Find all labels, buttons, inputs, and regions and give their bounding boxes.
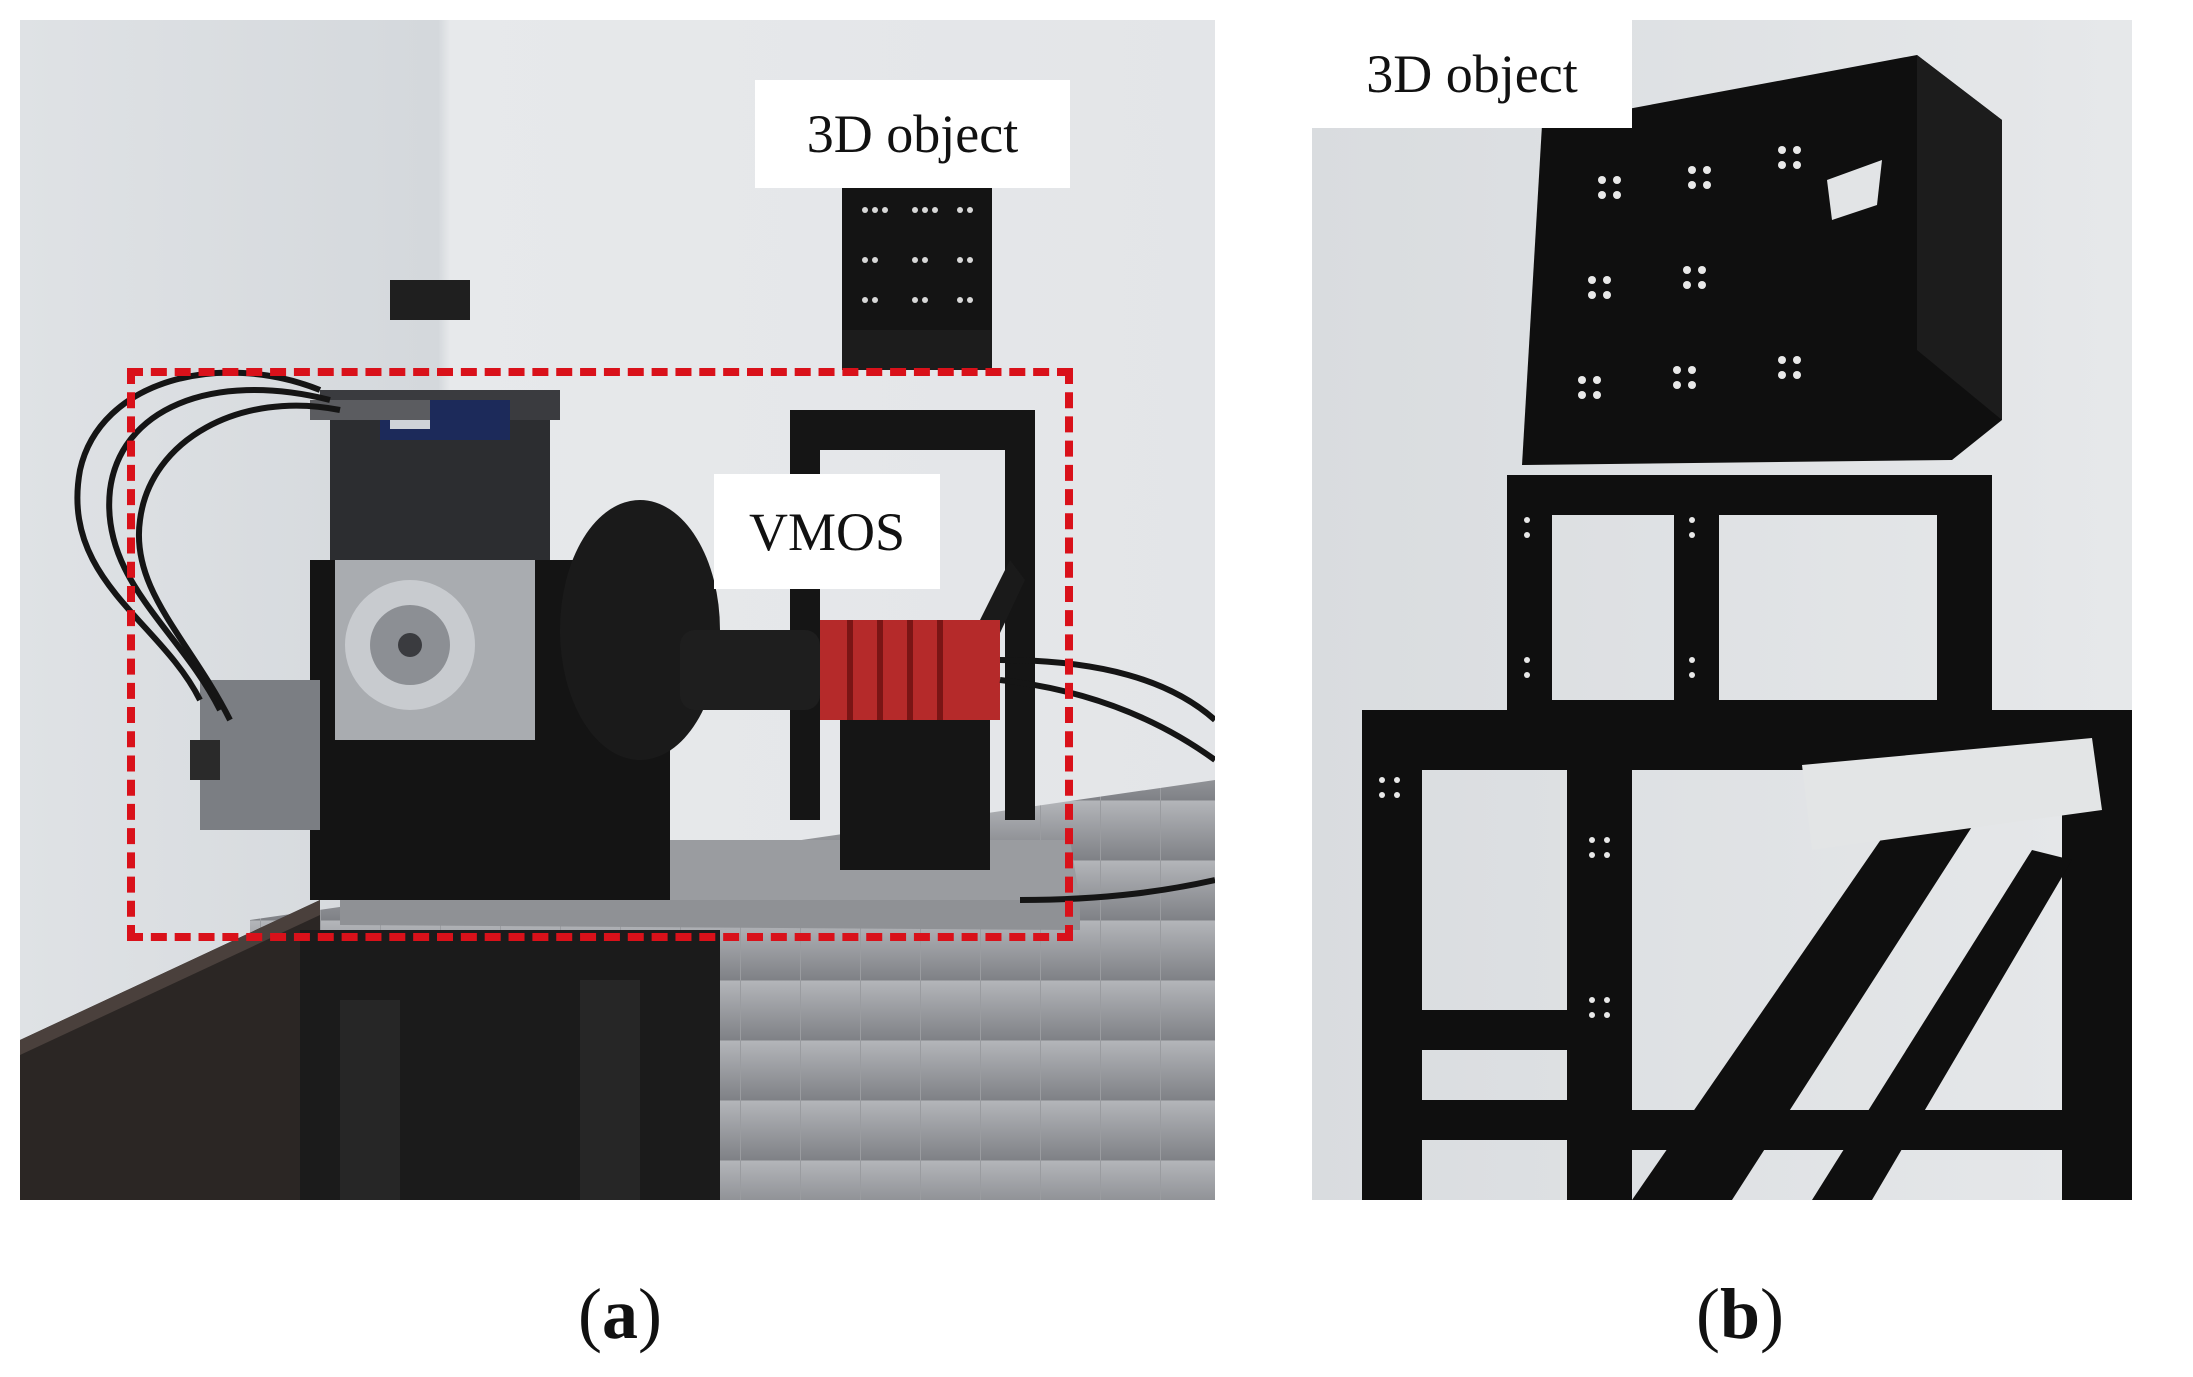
caption-a: (a) bbox=[520, 1278, 720, 1350]
photo-panel-b: 3D object bbox=[1312, 20, 2132, 1200]
photo-panel-a: 3D object VMOS bbox=[20, 20, 1215, 1200]
label-vmos: VMOS bbox=[714, 474, 940, 589]
caption-a-open: ( bbox=[578, 1274, 602, 1354]
caption-b-letter: b bbox=[1719, 1274, 1761, 1354]
caption-b-close: ) bbox=[1760, 1274, 1784, 1354]
caption-b-open: ( bbox=[1695, 1274, 1720, 1354]
caption-b: (b) bbox=[1640, 1278, 1840, 1350]
marker-dots bbox=[1379, 146, 1801, 1018]
label-3d-object-b: 3D object bbox=[1312, 20, 1632, 128]
caption-a-close: ) bbox=[638, 1274, 662, 1354]
label-3d-object-a: 3D object bbox=[755, 80, 1070, 188]
photo-a-illustration bbox=[20, 20, 1215, 1200]
caption-a-letter: a bbox=[602, 1274, 638, 1354]
3d-object-closeup bbox=[1362, 55, 2132, 1200]
photo-b-illustration bbox=[1312, 20, 2132, 1200]
tripod bbox=[300, 930, 720, 1200]
vmos-highlight-box bbox=[127, 368, 1073, 941]
vmos-device bbox=[74, 280, 1215, 903]
